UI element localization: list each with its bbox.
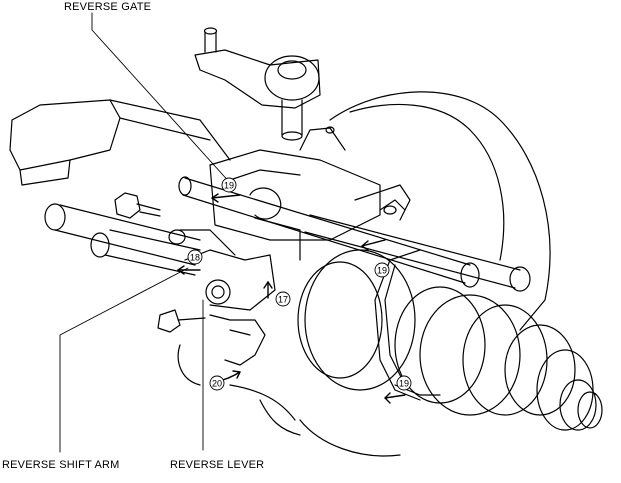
- svg-text:20: 20: [212, 379, 222, 389]
- shift-mechanism: [168, 126, 411, 261]
- reverse-shift-arm-label: REVERSE SHIFT ARM: [2, 459, 120, 471]
- svg-text:19: 19: [224, 181, 234, 191]
- gear-synchro-assembly: [297, 249, 603, 431]
- shift-rods: [44, 176, 531, 292]
- transmission-case: [259, 91, 551, 457]
- callout-18: 18: [187, 249, 203, 265]
- reverse-shift-arm-leader: [59, 267, 189, 453]
- arrow-19-top: [211, 194, 241, 199]
- reverse-lever-label: REVERSE LEVER: [170, 459, 265, 471]
- callout-19-mid: 19: [374, 262, 390, 278]
- arrow-19-bottom: [384, 394, 406, 399]
- callout-19-bottom: 19: [396, 375, 412, 391]
- svg-text:19: 19: [377, 266, 387, 276]
- top-lever: [194, 27, 321, 141]
- reverse-lever-assembly: [157, 249, 296, 421]
- left-bolt: [114, 192, 161, 219]
- callout-17: 17: [275, 291, 291, 307]
- svg-text:19: 19: [399, 379, 409, 389]
- reverse-gate-label: REVERSE GATE: [64, 1, 152, 13]
- movement-arrows: [177, 193, 406, 404]
- reverse-gate-leader: [91, 12, 233, 186]
- arrow-19-mid: [361, 239, 386, 247]
- svg-text:18: 18: [190, 253, 200, 263]
- leader-lines: [59, 12, 233, 453]
- callout-markers: 19 19 19 18 17 20: [187, 177, 412, 391]
- svg-text:17: 17: [278, 295, 288, 305]
- callout-19-top: 19: [221, 177, 237, 193]
- bracket-plate: [9, 99, 231, 186]
- callout-20: 20: [209, 375, 225, 391]
